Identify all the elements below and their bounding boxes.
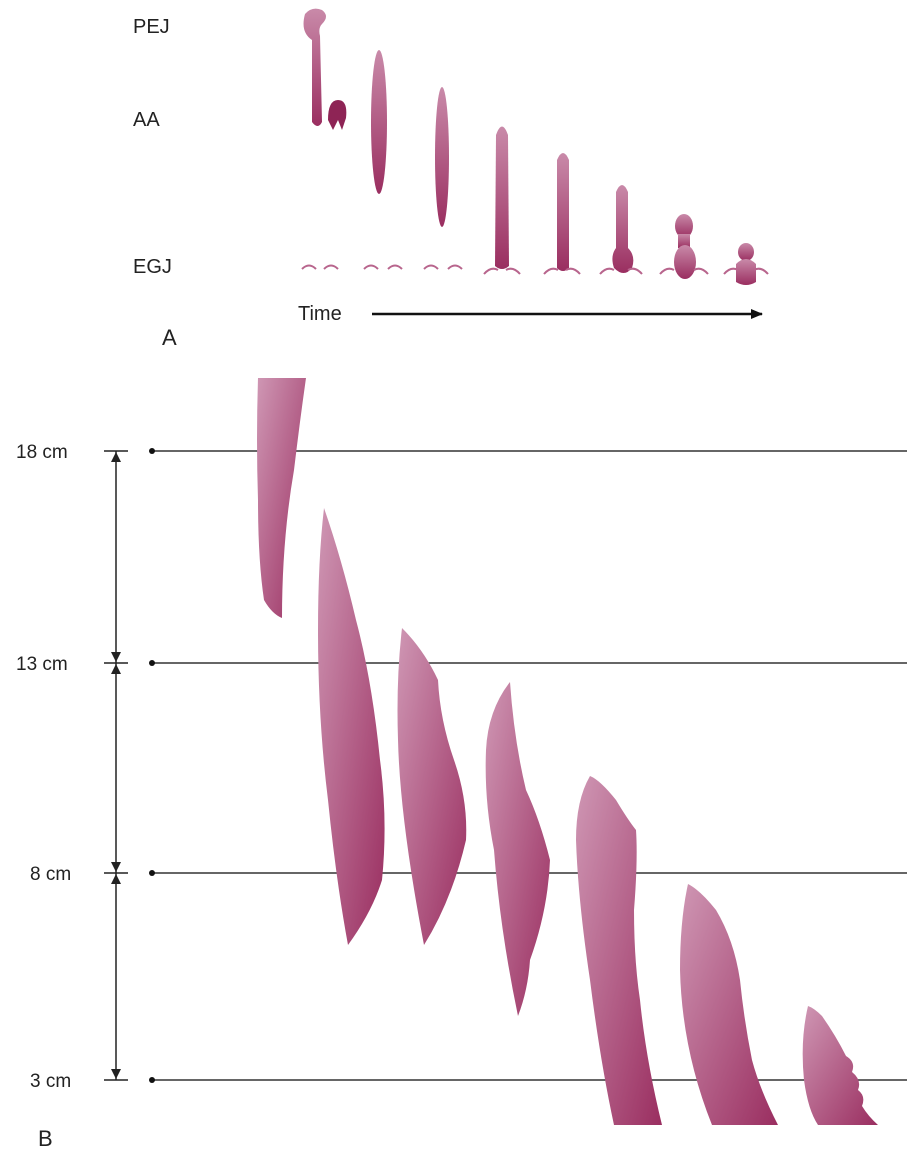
segment-dimension-line bbox=[104, 450, 128, 1081]
contraction-b-4 bbox=[485, 682, 550, 1016]
depth-label-3cm: 3 cm bbox=[30, 1071, 71, 1092]
segment-dimension-arrowheads bbox=[111, 452, 121, 1079]
contraction-a-7 bbox=[674, 214, 696, 279]
contraction-a-3 bbox=[435, 87, 449, 227]
time-label: Time bbox=[298, 303, 342, 325]
contraction-b-6 bbox=[680, 884, 778, 1125]
level-label-egj: EGJ bbox=[133, 256, 172, 278]
contraction-a-5 bbox=[557, 153, 569, 271]
level-label-aa: AA bbox=[133, 109, 160, 131]
depth-label-18cm: 18 cm bbox=[16, 442, 68, 463]
panel-label-a: A bbox=[162, 325, 177, 350]
contraction-b-5 bbox=[576, 776, 662, 1125]
contraction-a-8 bbox=[736, 243, 756, 285]
panel-label-b: B bbox=[38, 1126, 53, 1151]
panel-a: PEJ AA EGJ bbox=[133, 8, 769, 350]
panel-b: 18 cm 13 cm 8 cm 3 cm bbox=[16, 378, 907, 1151]
contraction-b-2 bbox=[318, 508, 385, 945]
contraction-a-6 bbox=[612, 185, 634, 273]
contraction-a-2 bbox=[371, 50, 387, 194]
contraction-b-7 bbox=[802, 1006, 878, 1125]
level-label-pej: PEJ bbox=[133, 16, 170, 38]
contraction-a-4 bbox=[495, 126, 509, 269]
reference-line-dots bbox=[149, 448, 155, 1083]
egj-sphincter-marks bbox=[301, 264, 769, 275]
depth-label-13cm: 13 cm bbox=[16, 654, 68, 675]
contraction-b-1 bbox=[257, 378, 306, 618]
contraction-b-3 bbox=[397, 628, 467, 945]
contraction-a-1 bbox=[303, 8, 347, 130]
depth-label-8cm: 8 cm bbox=[30, 864, 71, 885]
